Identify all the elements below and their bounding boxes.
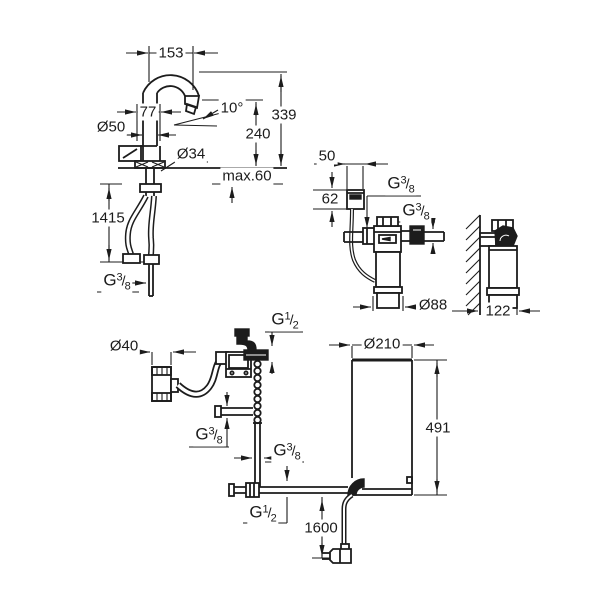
- pipe-nut: [245, 482, 260, 498]
- stub-cap: [214, 405, 222, 418]
- mounting-nut: [139, 183, 162, 193]
- dim-filter-diameter: Ø88: [416, 296, 450, 314]
- thread-faucet-supply: G3/8: [101, 270, 133, 293]
- dim-boiler-height: 491: [423, 419, 453, 437]
- dim-cable-length: 1600: [302, 519, 340, 537]
- wall-hatching: [465, 214, 481, 316]
- dim-deck-max: max.60: [220, 167, 274, 185]
- dim-outlet-height: 240: [243, 125, 273, 143]
- wall-mounted-filter: [465, 214, 520, 316]
- filter-cap: [376, 216, 399, 227]
- dim-wall-depth: 122: [483, 302, 513, 320]
- filter-unit: [343, 189, 445, 309]
- dim-box-width: 50: [316, 147, 338, 165]
- dim-total-height: 339: [269, 106, 299, 124]
- thread-boiler-inlet: G1/2: [247, 502, 279, 525]
- thread-filter-outlet: G3/8: [400, 200, 432, 223]
- elbow-cap: [234, 328, 250, 337]
- adapter-outlet: [170, 378, 179, 393]
- spout-outlet: [184, 95, 201, 110]
- thread-valve-pipe: G3/8: [271, 440, 303, 463]
- threaded-nipple: [253, 359, 262, 425]
- valve-assembly: [151, 328, 269, 487]
- dim-adapter-diameter: Ø40: [107, 337, 141, 355]
- filter-cartridge: [375, 251, 401, 288]
- dim-supply-length: 1415: [89, 209, 127, 227]
- dim-hole-diameter: Ø34: [174, 145, 208, 163]
- elbow-fitting: [236, 335, 257, 351]
- hose-connector: [122, 253, 141, 264]
- dim-box-height: 62: [319, 190, 341, 208]
- dim-spout-reach: 153: [156, 44, 186, 62]
- filter-head-side: [494, 225, 518, 247]
- thread-valve-stub: G3/8: [193, 424, 225, 447]
- wall-bracket: [479, 232, 497, 247]
- aerator: [185, 102, 198, 116]
- boiler-unit: [228, 358, 413, 564]
- thread-filter-inlet: G3/8: [385, 173, 417, 196]
- thread-valve-top: G1/2: [269, 309, 301, 332]
- control-cable: [349, 208, 376, 283]
- filter-body-side: [488, 245, 518, 289]
- inlet-elbow: [347, 478, 365, 496]
- dim-body-diameter: Ø50: [94, 118, 128, 136]
- dim-boiler-diameter: Ø210: [361, 335, 403, 353]
- dim-spout-offset: 77: [137, 103, 159, 121]
- pipe-cap: [228, 483, 235, 497]
- dim-spout-angle: 10°: [218, 99, 246, 117]
- spout-inner-arc: [156, 85, 186, 97]
- faucet-assembly: [118, 74, 287, 297]
- hose-connector: [143, 254, 160, 265]
- spout-outer-arc: [142, 74, 200, 97]
- faucet-base: [134, 160, 166, 169]
- outlet-valve: [409, 225, 425, 245]
